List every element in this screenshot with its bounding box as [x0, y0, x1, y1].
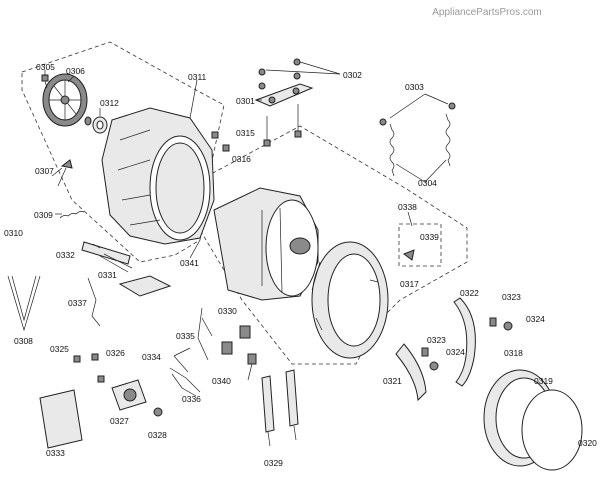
screw-0323-lower — [421, 347, 429, 357]
callout-0340: 0340 — [212, 376, 231, 386]
pulley — [42, 73, 88, 127]
screw-0323-upper — [489, 317, 497, 327]
hose-0309 — [59, 210, 85, 219]
motor-0327 — [111, 379, 147, 411]
wire-0336 — [171, 373, 197, 397]
callout-0335: 0335 — [176, 331, 195, 341]
shock-absorbers — [261, 369, 299, 447]
watermark: AppliancePartsPros.com — [432, 7, 542, 18]
clip-0340 — [247, 353, 257, 365]
wire-0337 — [87, 277, 101, 327]
callout-0304: 0304 — [418, 178, 437, 188]
callout-0326: 0326 — [106, 348, 125, 358]
callout-0312: 0312 — [100, 98, 119, 108]
latch-0339 — [402, 249, 415, 261]
callout-0323-lower: 0323 — [427, 335, 446, 345]
screw-0324-lower — [429, 361, 439, 371]
tub-springs — [379, 102, 456, 177]
callout-0338: 0338 — [398, 202, 417, 212]
callout-labels: 0305 0306 0311 0312 0302 0301 0315 0316 … — [4, 62, 597, 468]
callout-0308: 0308 — [14, 336, 33, 346]
screw-0316 — [222, 144, 230, 152]
callout-0324-upper: 0324 — [526, 314, 545, 324]
rear-tub-half — [101, 107, 215, 245]
callout-0305: 0305 — [36, 62, 55, 72]
callout-0330: 0330 — [218, 306, 237, 316]
callout-0333: 0333 — [46, 448, 65, 458]
callout-0339: 0339 — [420, 232, 439, 242]
callout-0331: 0331 — [98, 270, 117, 280]
callout-0322: 0322 — [460, 288, 479, 298]
callout-0306: 0306 — [66, 66, 85, 76]
counterweight-bracket — [254, 83, 314, 107]
callout-0337: 0337 — [68, 298, 87, 308]
callout-0310: 0310 — [4, 228, 23, 238]
callout-0317: 0317 — [400, 279, 419, 289]
callout-0303: 0303 — [405, 82, 424, 92]
wire-0334 — [169, 367, 201, 393]
brush-0328 — [153, 407, 163, 417]
screw-0326 — [91, 353, 105, 383]
callout-0307: 0307 — [35, 166, 54, 176]
callout-0328: 0328 — [148, 430, 167, 440]
drive-belt — [7, 275, 41, 332]
control-module-0333 — [39, 389, 83, 449]
group-outline-0339 — [398, 223, 442, 267]
callout-0327: 0327 — [110, 416, 129, 426]
sensor-0307 — [57, 159, 73, 187]
bearing — [84, 116, 108, 134]
clip-0330 — [221, 325, 251, 355]
callout-0318: 0318 — [504, 348, 523, 358]
callout-0341: 0341 — [180, 258, 199, 268]
callout-0315: 0315 — [236, 128, 255, 138]
callout-0316: 0316 — [232, 154, 251, 164]
callout-0311: 0311 — [188, 72, 207, 82]
callout-0309: 0309 — [34, 210, 53, 220]
callout-0302: 0302 — [343, 70, 362, 80]
screw-0325 — [73, 355, 81, 363]
callout-0336: 0336 — [182, 394, 201, 404]
group-outline-tub-front — [199, 125, 468, 365]
gasket-0331 — [118, 275, 172, 297]
front-tub-half — [311, 241, 389, 359]
screw-0315 — [211, 131, 219, 139]
callout-0329: 0329 — [264, 458, 283, 468]
callout-0324-lower: 0324 — [446, 347, 465, 357]
leader-lines — [44, 61, 449, 381]
callout-0323-upper: 0323 — [502, 292, 521, 302]
bolts-0302 — [258, 58, 302, 147]
callout-0325: 0325 — [50, 344, 69, 354]
drum — [213, 187, 319, 301]
callout-0319: 0319 — [534, 376, 553, 386]
callout-0332: 0332 — [56, 250, 75, 260]
wire-0335 — [197, 307, 209, 361]
door-hinge — [395, 297, 476, 402]
heater-element — [81, 241, 133, 273]
screw-0324-upper — [503, 321, 513, 331]
callout-0334: 0334 — [142, 352, 161, 362]
door-assembly — [483, 369, 583, 471]
callout-0301: 0301 — [236, 96, 255, 106]
callout-0320: 0320 — [578, 438, 597, 448]
callout-0321: 0321 — [383, 376, 402, 386]
